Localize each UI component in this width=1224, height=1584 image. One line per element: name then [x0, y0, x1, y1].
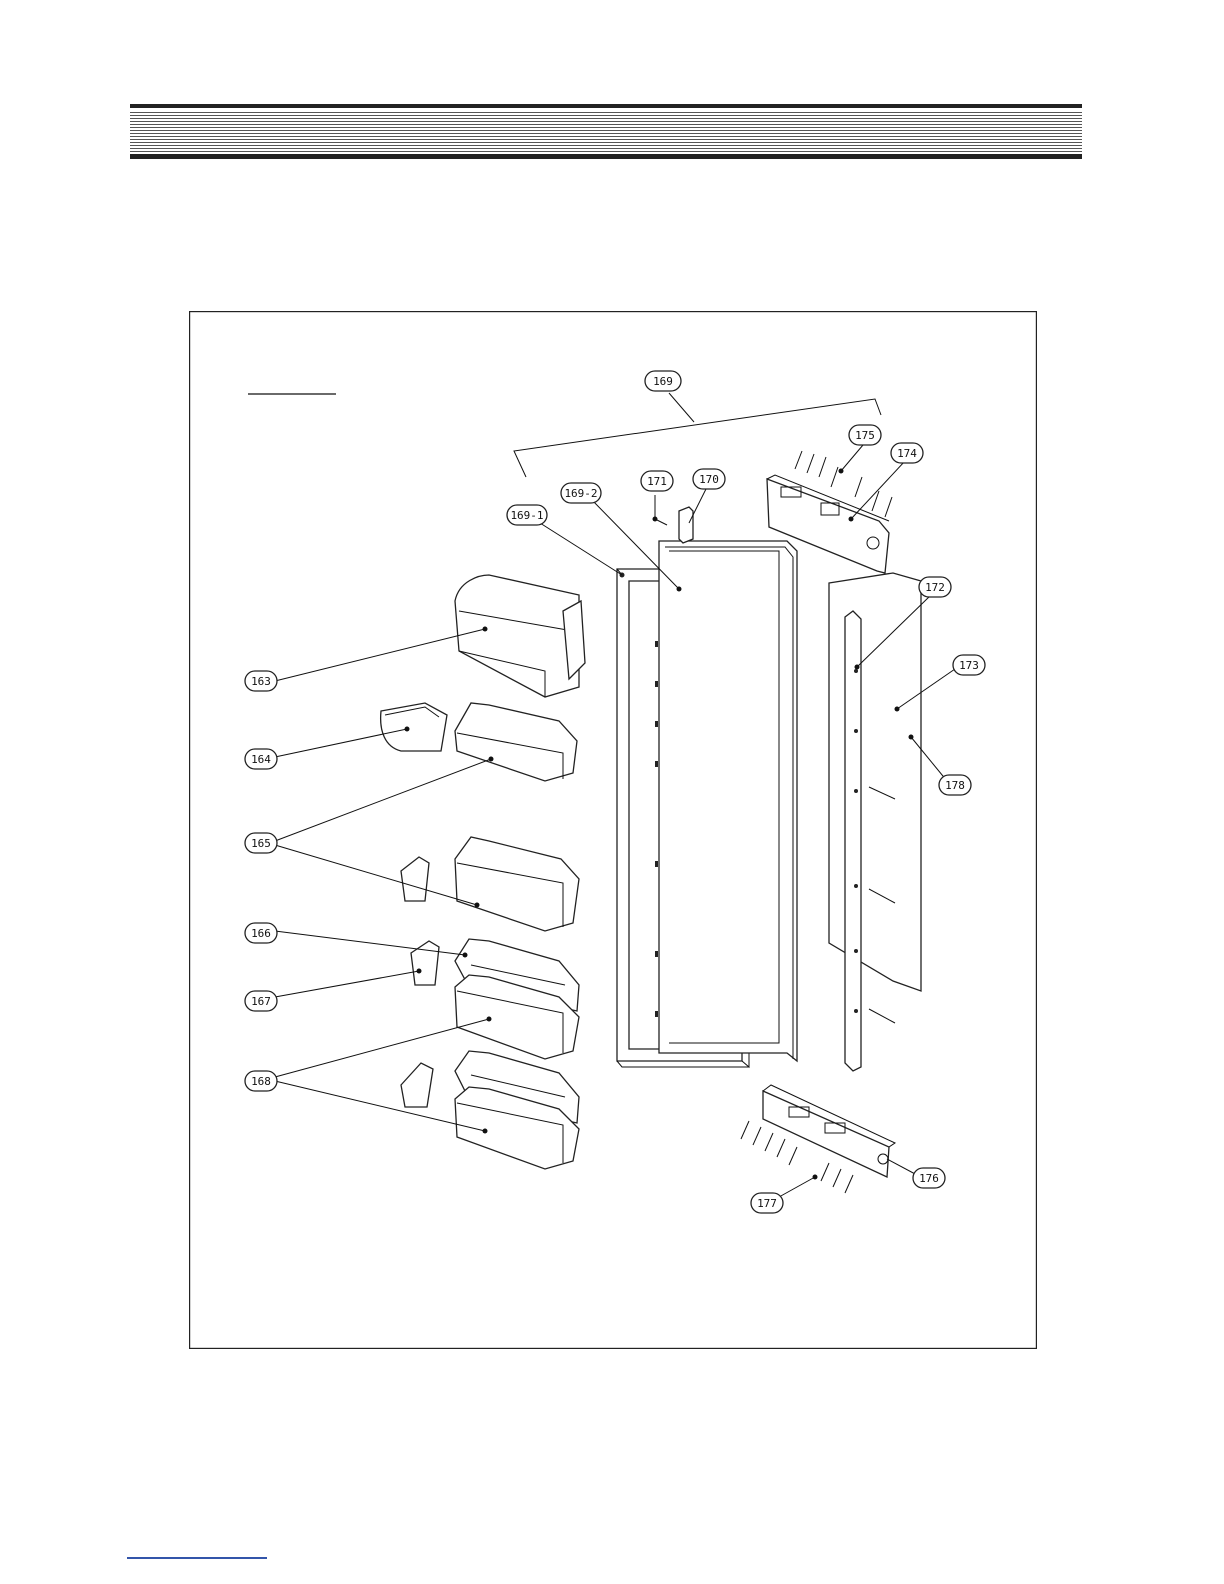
svg-text:178: 178 — [945, 779, 965, 792]
header-stripe — [130, 118, 1082, 119]
svg-text:163: 163 — [251, 675, 271, 688]
svg-text:176: 176 — [919, 1172, 939, 1185]
door-gasket-169-2 — [659, 541, 797, 1061]
callout-169-2: 169-2 — [561, 483, 601, 503]
footer-link-underline[interactable] — [127, 1557, 267, 1559]
door-panel-173 — [829, 573, 921, 991]
callout-166: 166 — [245, 923, 277, 943]
callout-169-1: 169-1 — [507, 505, 547, 525]
callout-163: 163 — [245, 671, 277, 691]
header-stripe — [130, 127, 1082, 128]
hinge-170 — [679, 507, 693, 543]
header-stripe — [130, 112, 1082, 113]
svg-text:164: 164 — [251, 753, 271, 766]
header-stripe — [130, 145, 1082, 146]
header-stripe — [130, 124, 1082, 125]
svg-text:169-1: 169-1 — [510, 509, 543, 522]
callout-168: 168 — [245, 1071, 277, 1091]
callout-177: 177 — [751, 1193, 783, 1213]
svg-text:173: 173 — [959, 659, 979, 672]
header-stripe — [130, 130, 1082, 131]
header-stripe — [130, 151, 1082, 152]
header-stripe — [130, 139, 1082, 140]
svg-text:165: 165 — [251, 837, 271, 850]
callout-175: 175 — [849, 425, 881, 445]
header-stripe — [130, 121, 1082, 122]
callout-165: 165 — [245, 833, 277, 853]
svg-text:171: 171 — [647, 475, 667, 488]
egg-tray-164 — [381, 703, 447, 751]
exploded-parts-diagram: 169 175 174 171 170 169-2 169-1 172 173 … — [189, 311, 1037, 1349]
header-stripe — [130, 148, 1082, 149]
svg-text:174: 174 — [897, 447, 917, 460]
header-stripe — [130, 136, 1082, 137]
callout-173: 173 — [953, 655, 985, 675]
header-stripe — [130, 115, 1082, 116]
callout-176: 176 — [913, 1168, 945, 1188]
callout-164: 164 — [245, 749, 277, 769]
callout-178: 178 — [939, 775, 971, 795]
svg-text:168: 168 — [251, 1075, 271, 1088]
svg-text:177: 177 — [757, 1197, 777, 1210]
header-stripe — [130, 142, 1082, 143]
svg-text:166: 166 — [251, 927, 271, 940]
header-stripe — [130, 133, 1082, 134]
callout-167: 167 — [245, 991, 277, 1011]
svg-text:170: 170 — [699, 473, 719, 486]
callout-172: 172 — [919, 577, 951, 597]
callout-169: 169 — [645, 371, 681, 391]
header-stripe-bar — [130, 104, 1082, 160]
callout-171: 171 — [641, 471, 673, 491]
svg-text:169: 169 — [653, 375, 673, 388]
callout-174: 174 — [891, 443, 923, 463]
callout-170: 170 — [693, 469, 725, 489]
svg-text:172: 172 — [925, 581, 945, 594]
svg-text:167: 167 — [251, 995, 271, 1008]
svg-text:175: 175 — [855, 429, 875, 442]
svg-text:169-2: 169-2 — [564, 487, 597, 500]
